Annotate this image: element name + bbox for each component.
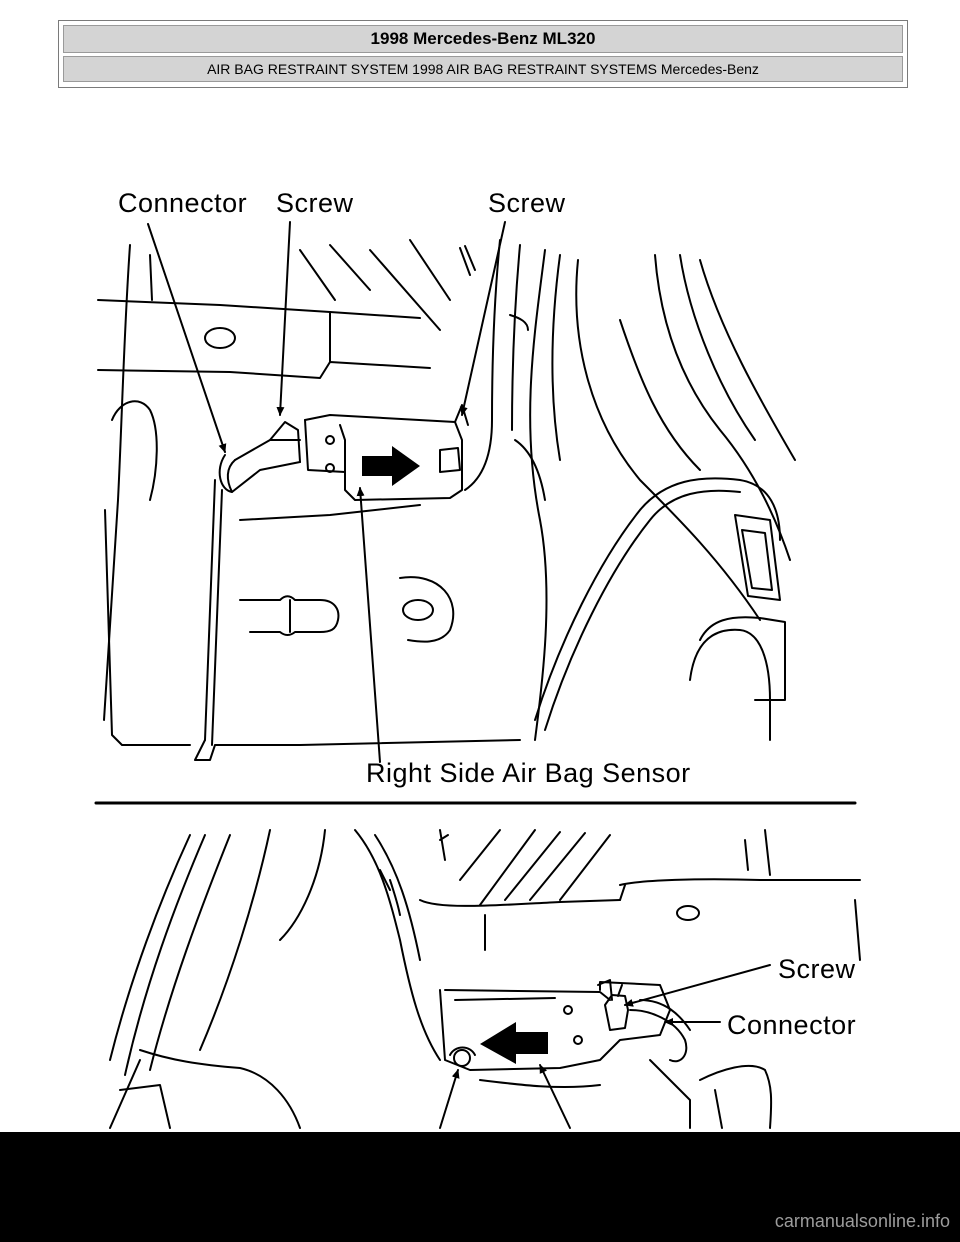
label-connector-bottom: Connector	[727, 1010, 857, 1040]
bottom-figure-linework	[109, 829, 861, 1129]
page-title: 1998 Mercedes-Benz ML320	[63, 25, 903, 53]
label-screw-bottom: Screw	[778, 954, 856, 984]
page-header: 1998 Mercedes-Benz ML320 AIR BAG RESTRAI…	[58, 20, 908, 88]
direction-arrow-right	[362, 446, 420, 486]
direction-arrow-left	[480, 1022, 548, 1064]
air-bag-sensor-diagram	[94, 221, 861, 1129]
caption-right-side-air-bag-sensor: Right Side Air Bag Sensor	[366, 758, 691, 788]
watermark: carmanualsonline.info	[774, 1211, 950, 1231]
label-screw-top-left: Screw	[276, 188, 354, 218]
page-subtitle: AIR BAG RESTRAINT SYSTEM 1998 AIR BAG RE…	[63, 56, 903, 82]
top-figure-linework	[97, 221, 796, 763]
footer-bar: carmanualsonline.info	[0, 1132, 960, 1242]
label-screw-top-right: Screw	[488, 188, 566, 218]
label-connector-top: Connector	[118, 188, 248, 218]
